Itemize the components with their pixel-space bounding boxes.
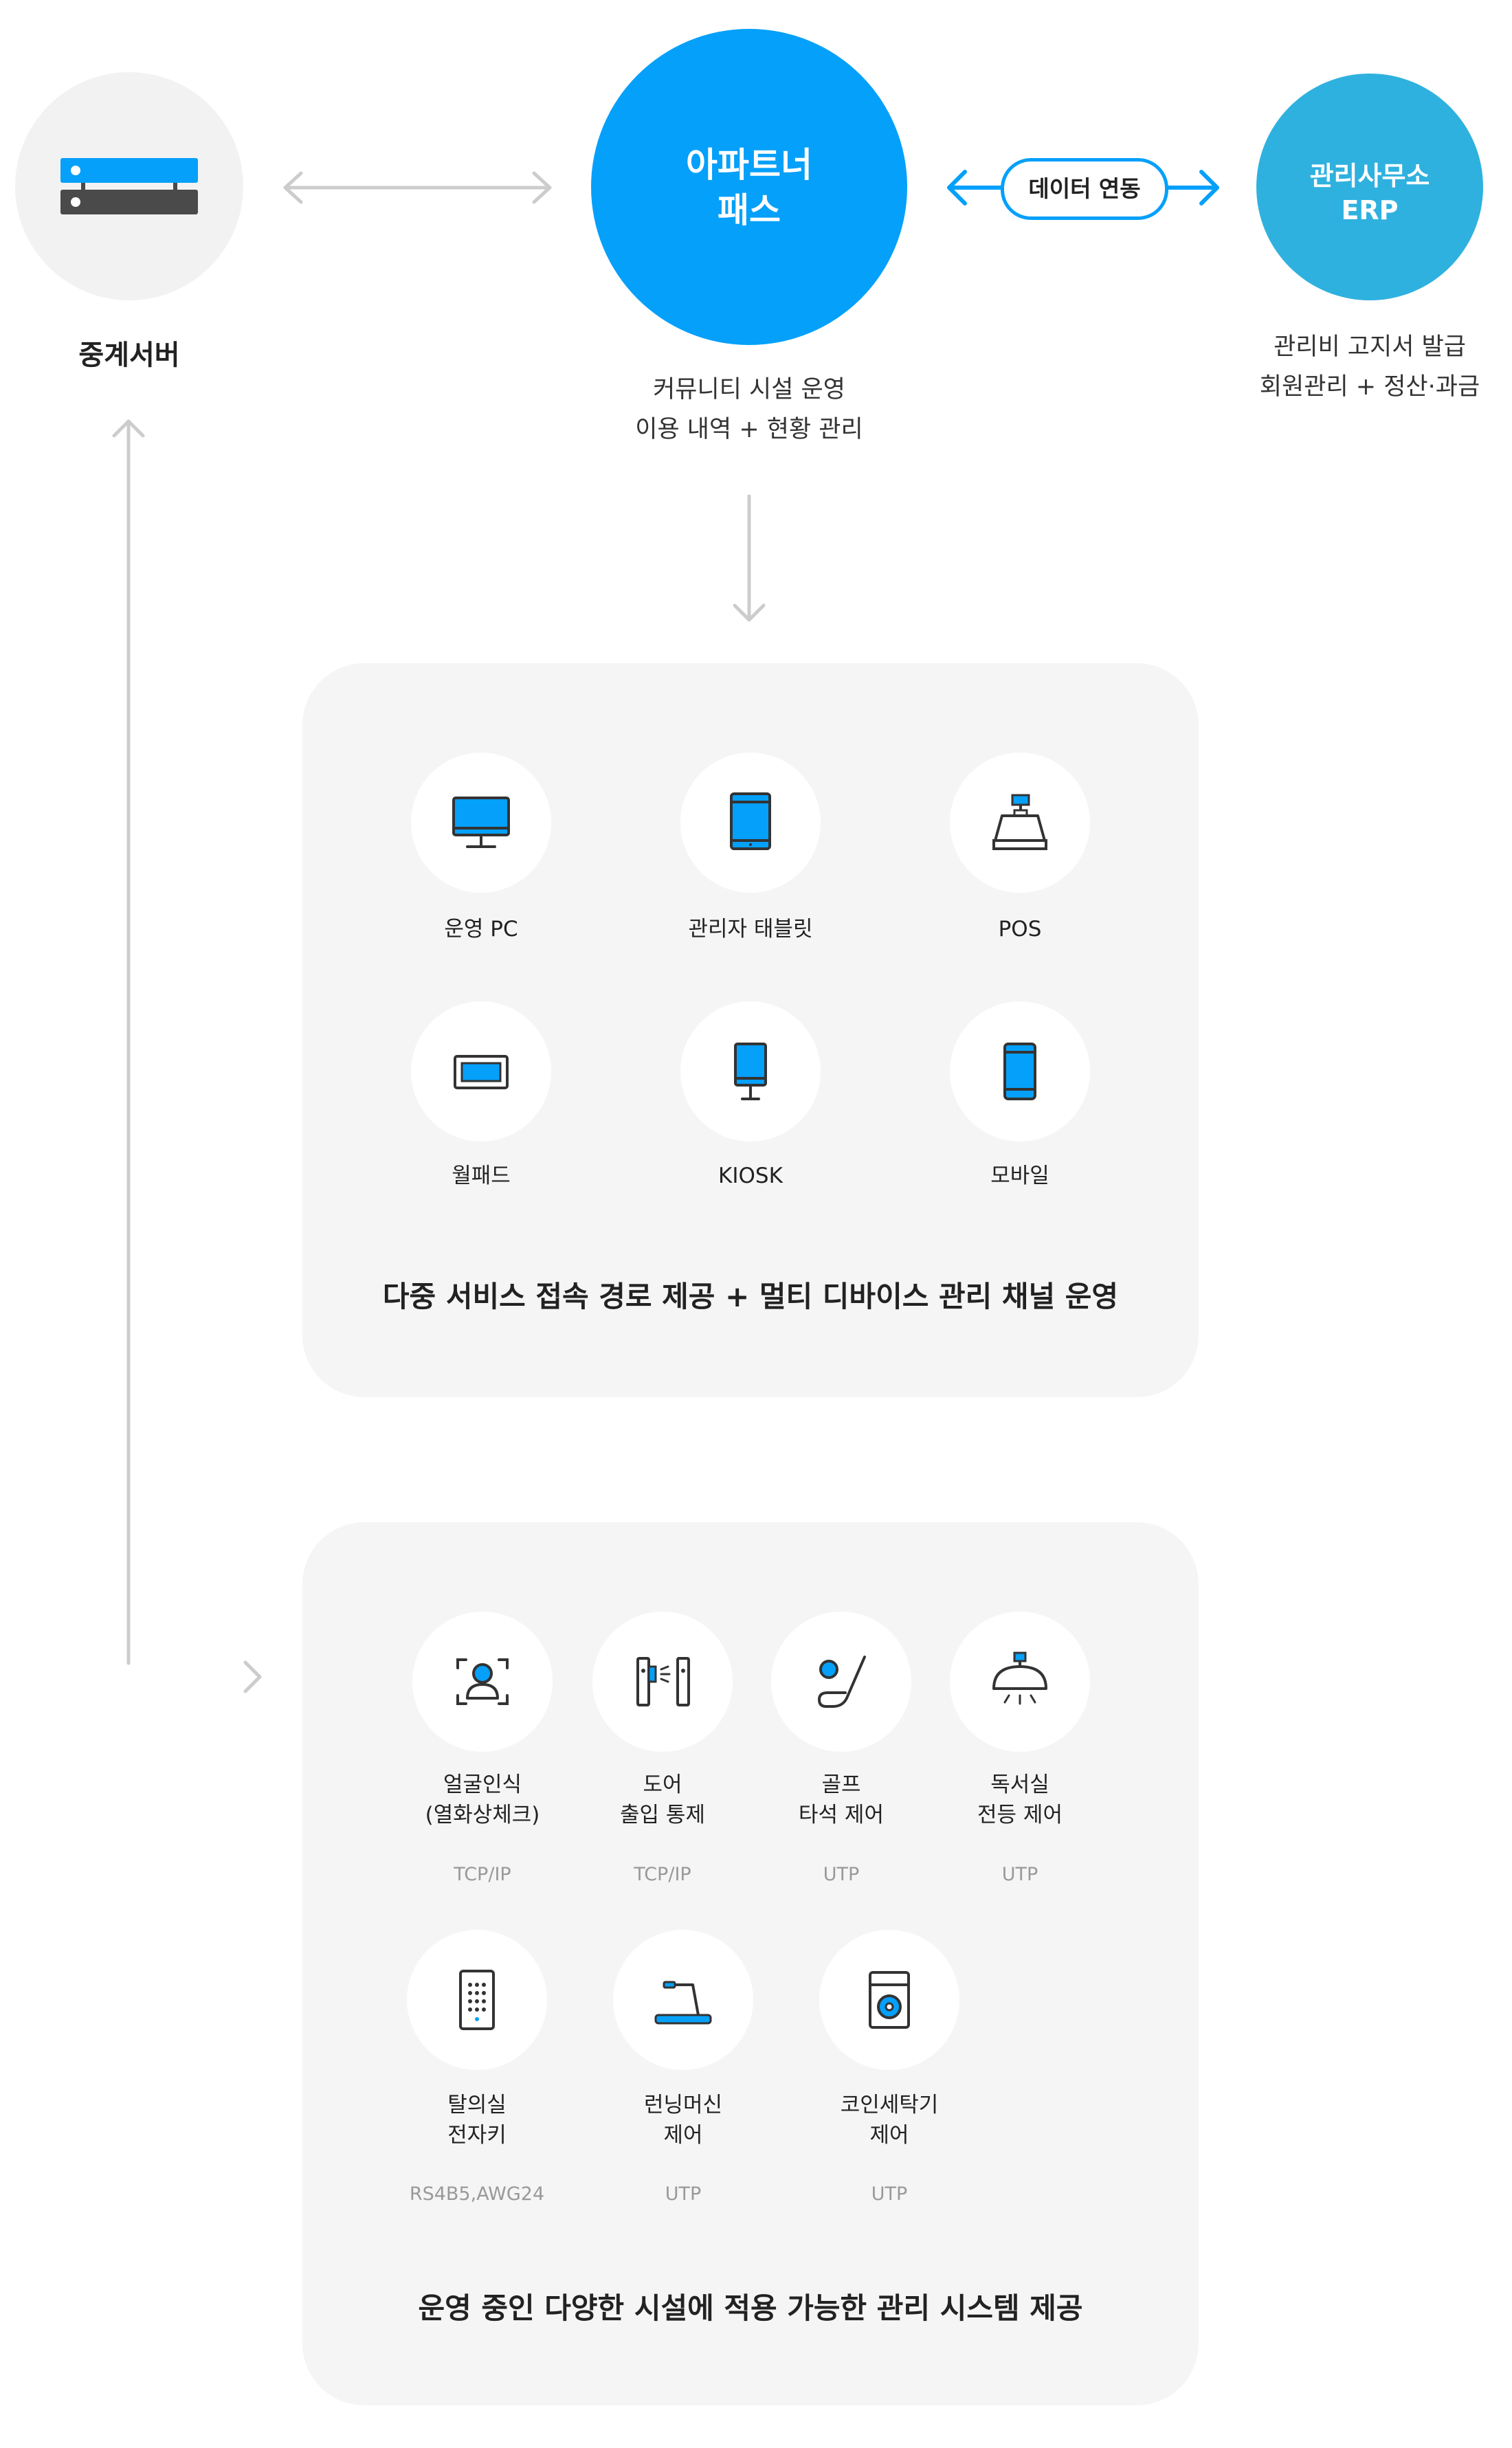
erp-title-line2: ERP: [1341, 195, 1399, 225]
keypad-lock-icon: [459, 1970, 495, 2030]
facility-washer: [819, 1930, 959, 2070]
facility-protocol: RS4B5,AWG24: [409, 2183, 545, 2205]
facility-protocol: TCP/IP: [454, 1864, 511, 1885]
hub-desc-line1: 커뮤니티 시설 운영: [653, 376, 845, 403]
apartner-pass-hub: 아파트너 패스: [591, 29, 907, 345]
facility-label: 얼굴인식 (열화상체크): [425, 1772, 540, 1827]
golf-icon: [818, 1656, 866, 1708]
facilities-panel: 얼굴인식 (열화상체크) TCP/IP 도어 출입 통제 TCP/IP 골프 타: [302, 1522, 1199, 2405]
device-label: 월패드: [452, 1164, 511, 1188]
facility-golf: [771, 1612, 911, 1752]
facility-protocol: UTP: [823, 1864, 860, 1885]
server-icon: [60, 158, 198, 214]
facility-label: 탈의실 전자키: [447, 2093, 507, 2148]
mobile-icon: [1003, 1043, 1036, 1100]
hub-down-arrow: [733, 494, 766, 622]
facility-label: 골프 타석 제어: [799, 1772, 884, 1827]
hub-erp-arrow: [947, 170, 1219, 205]
facility-protocol: UTP: [1001, 1864, 1038, 1885]
kiosk-icon: [734, 1043, 767, 1100]
device-label: 운영 PC: [444, 917, 518, 942]
devices-panel: 운영 PC 관리자 태블릿 POS 월패드: [302, 663, 1199, 1397]
device-label: 모바일: [990, 1164, 1049, 1188]
device-tablet: [680, 753, 821, 893]
relay-server-circle: [15, 72, 243, 300]
facility-face: [412, 1612, 553, 1752]
erp-desc-line1: 관리비 고지서 발급: [1274, 333, 1466, 361]
relay-hub-arrow: [283, 171, 552, 204]
hub-title-line2: 패스: [718, 190, 781, 230]
device-label: 관리자 태블릿: [688, 917, 813, 942]
relay-server-label: 중계서버: [78, 340, 180, 371]
device-wallpad: [411, 1001, 551, 1142]
facilities-caption: 운영 중인 다양한 시설에 적용 가능한 관리 시스템 제공: [418, 2291, 1083, 2325]
facility-lamp: [950, 1612, 1090, 1752]
facility-protocol: UTP: [665, 2183, 702, 2205]
device-label: POS: [998, 917, 1042, 942]
facility-treadmill: [613, 1930, 753, 2070]
wallpad-icon: [454, 1055, 509, 1089]
monitor-icon: [452, 797, 510, 848]
device-kiosk: [680, 1001, 821, 1142]
hub-title-line1: 아파트너: [686, 145, 812, 185]
pos-icon: [992, 794, 1047, 850]
erp-desc-line2: 회원관리 + 정산·과금: [1259, 373, 1480, 401]
facility-protocol: TCP/IP: [634, 1864, 691, 1885]
erp-description: 관리비 고지서 발급 회원관리 + 정산·과금: [1232, 327, 1507, 407]
hub-desc-line2: 이용 내역 + 현황 관리: [635, 416, 863, 443]
facility-label: 런닝머신 제어: [643, 2093, 723, 2148]
device-label: KIOSK: [718, 1164, 783, 1188]
washing-machine-icon: [869, 1971, 910, 2029]
facility-label: 도어 출입 통제: [620, 1772, 705, 1827]
facility-label: 코인세탁기 제어: [840, 2093, 939, 2148]
facility-locker: [407, 1930, 547, 2070]
door-gate-icon: [636, 1657, 690, 1706]
tablet-icon: [730, 792, 771, 850]
lamp-icon: [992, 1651, 1047, 1705]
relay-facilities-arrow: [112, 419, 262, 1693]
facility-door: [592, 1612, 733, 1752]
face-recognition-icon: [456, 1658, 509, 1705]
treadmill-icon: [654, 1981, 712, 2025]
hub-description: 커뮤니티 시설 운영 이용 내역 + 현황 관리: [577, 370, 921, 449]
erp-title-line1: 관리사무소: [1309, 161, 1430, 191]
facility-protocol: UTP: [871, 2183, 908, 2205]
erp-circle: 관리사무소 ERP: [1256, 74, 1483, 300]
data-link-pill: 데이터 연동: [1001, 158, 1168, 220]
device-mobile: [950, 1001, 1090, 1142]
facility-label: 독서실 전등 제어: [977, 1772, 1063, 1827]
devices-caption: 다중 서비스 접속 경로 제공 + 멀티 디바이스 관리 채널 운영: [382, 1280, 1119, 1313]
device-monitor: [411, 753, 551, 893]
device-pos: [950, 753, 1090, 893]
